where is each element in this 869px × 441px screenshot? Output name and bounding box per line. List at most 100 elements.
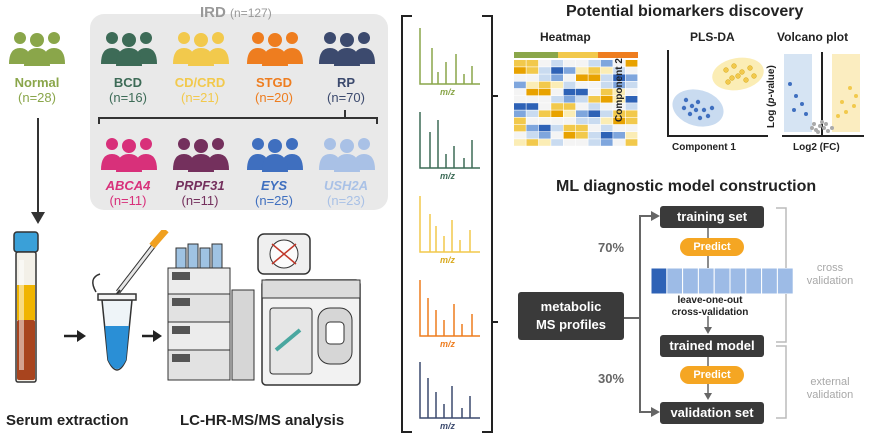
gene-people-icons [101, 138, 375, 172]
cv-fold-cell [761, 268, 778, 294]
heatmap-cell [526, 96, 539, 103]
heatmap-cell [625, 60, 638, 67]
heatmap-cell [563, 103, 576, 110]
heatmap-cell [563, 139, 576, 146]
sample-prep-illustration [13, 230, 361, 386]
heatmap-cell [514, 88, 526, 96]
heatmap-cell [551, 110, 563, 117]
heatmap-cell [563, 60, 576, 67]
cv-fold-cell [729, 268, 747, 294]
heatmap-cell [600, 74, 613, 81]
heatmap-cell [526, 60, 539, 67]
heatmap-cell [588, 117, 601, 125]
gene-count-ush2a: (n=23) [327, 193, 365, 208]
heatmap-cell [588, 132, 601, 139]
heatmap-cell [600, 81, 613, 89]
cv-fold-cell [745, 268, 763, 294]
predict-badge-1: Predict [680, 238, 744, 256]
heatmap-cell [613, 110, 625, 117]
heatmap-cell [588, 110, 601, 117]
gene-count-abca4: (n=11) [109, 193, 147, 208]
heatmap-cell [613, 60, 625, 67]
heatmap-cell [526, 88, 539, 96]
people-icon-rp [319, 32, 375, 66]
heatmap-cell [514, 132, 526, 139]
heatmap-cell [563, 81, 576, 89]
blood-tube-icon [13, 231, 39, 383]
heatmap-cell [538, 67, 551, 74]
heatmap-cell [563, 110, 576, 117]
heatmap-cell [613, 103, 625, 110]
heatmap-cell [588, 67, 601, 74]
heatmap-cell [576, 124, 588, 132]
heatmap-cell [576, 81, 588, 89]
spectrum-3 [419, 196, 480, 253]
subtype-people-icons [101, 32, 375, 66]
heatmap-cell [526, 110, 539, 117]
heatmap-cell [576, 132, 588, 139]
heatmap-cell [514, 96, 526, 103]
people-icon-normal [9, 32, 65, 66]
heatmap-cell [526, 103, 539, 110]
gene-count-prpf31: (n=11) [181, 193, 219, 208]
heatmap-cell [538, 139, 551, 146]
heatmap-cell [588, 103, 601, 110]
subtype-label-rp: RP [336, 75, 356, 90]
heatmap-cell [551, 67, 563, 74]
subtype-label-cdcrd: CD/CRD [174, 75, 226, 90]
heatmap-cell [576, 88, 588, 96]
heatmap-cell [588, 74, 601, 81]
plsda-y-label: Component 2 [614, 58, 625, 122]
heatmap-cell [613, 74, 625, 81]
normal-label: Normal [14, 75, 60, 90]
eppendorf-tube-icon [92, 273, 137, 371]
heatmap-cell [514, 139, 526, 146]
training-set-box: training set [660, 206, 764, 228]
heatmap-cell [625, 132, 638, 139]
heatmap-cell [514, 60, 526, 67]
heatmap-cell [538, 117, 551, 125]
heatmap-cell [600, 139, 613, 146]
ird-title: IRD (n=127) [200, 4, 272, 21]
pct-training: 70% [598, 240, 625, 255]
heatmap-cell [576, 96, 588, 103]
heatmap-cell [526, 124, 539, 132]
people-icon-abca4 [101, 138, 157, 172]
subtype-count-cdcrd: (n=21) [181, 90, 219, 105]
heatmap-cell [588, 88, 601, 96]
heatmap-cell [551, 60, 563, 67]
volcano-title: Volcano plot [777, 30, 849, 44]
heatmap-cell [551, 139, 563, 146]
heatmap-cell [538, 96, 551, 103]
heatmap-cell [538, 88, 551, 96]
heatmap-cell [526, 67, 539, 74]
heatmap-cell [613, 81, 625, 89]
heatmap-cell [613, 132, 625, 139]
external-validation-note: external validation [806, 376, 854, 401]
plsda-plot [667, 50, 768, 137]
subtype-count-rp: (n=70) [327, 90, 365, 105]
heatmap-cell [514, 67, 526, 74]
ird-group-panel [90, 14, 388, 210]
lc-instrument-icon [167, 243, 255, 381]
normal-count: (n=28) [18, 90, 56, 105]
subtype-count-bcd: (n=16) [109, 90, 147, 105]
trained-model-box: trained model [660, 335, 764, 357]
heatmap-cell [551, 117, 563, 125]
validation-set-box: validation set [660, 402, 764, 424]
people-icon-cdcrd [173, 32, 229, 66]
heatmap-cell [526, 139, 539, 146]
heatmap-cell [514, 124, 526, 132]
heatmap-cell [551, 96, 563, 103]
heatmap-cell [551, 103, 563, 110]
people-icon-eys [247, 138, 303, 172]
pct-validation: 30% [598, 371, 625, 386]
people-icon-bcd [101, 32, 157, 66]
ml-flow-lines [624, 207, 787, 419]
heatmap-cell [613, 96, 625, 103]
heatmap-title: Heatmap [540, 30, 591, 44]
heatmap-graphic [514, 52, 638, 146]
heatmap-cell [538, 60, 551, 67]
heatmap-cell [563, 132, 576, 139]
gene-label-ush2a: USH2A [323, 178, 369, 193]
